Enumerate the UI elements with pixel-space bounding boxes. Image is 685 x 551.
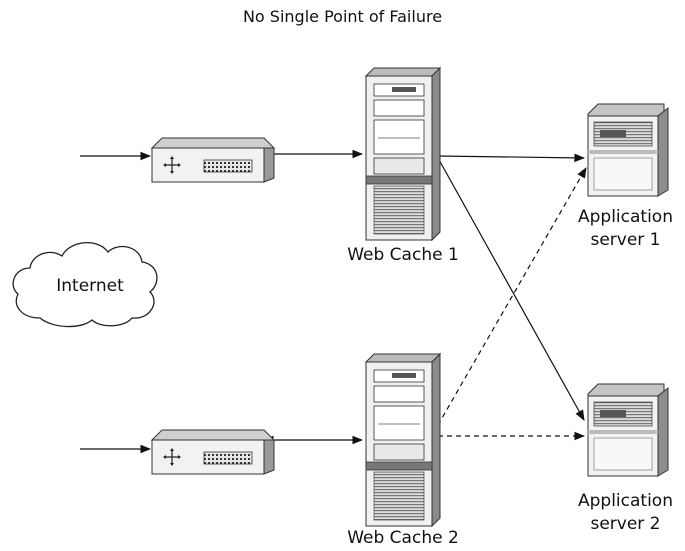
web-cache-1-label: Web Cache 1	[347, 245, 459, 265]
internet-cloud-icon	[12, 242, 158, 328]
app-server-1-label: Application server 1	[568, 206, 683, 252]
web-cache-1-server-icon	[364, 66, 442, 242]
connection-lines	[80, 149, 587, 454]
app-server-2-label-line-2: server 2	[590, 514, 661, 534]
web-cache-2-label: Web Cache 2	[347, 528, 459, 548]
app-server-2-label-line-1: Application	[578, 491, 673, 511]
app-server-1-icon	[587, 103, 669, 197]
router-2-icon	[150, 429, 276, 475]
link-cache2-app1	[437, 167, 587, 426]
app-server-2-icon	[587, 383, 669, 477]
internet-label: Internet	[56, 276, 124, 296]
app-server-1-label-line-1: Application	[578, 207, 673, 227]
web-cache-2-server-icon	[364, 352, 442, 528]
app-server-1-label-line-2: server 1	[590, 230, 661, 250]
diagram-title: No Single Point of Failure	[242, 7, 443, 26]
app-server-2-label: Application server 2	[568, 490, 683, 536]
link-cache1-app2	[437, 157, 585, 421]
router-1-icon	[150, 137, 276, 183]
link-cache1-app1	[437, 153, 586, 163]
